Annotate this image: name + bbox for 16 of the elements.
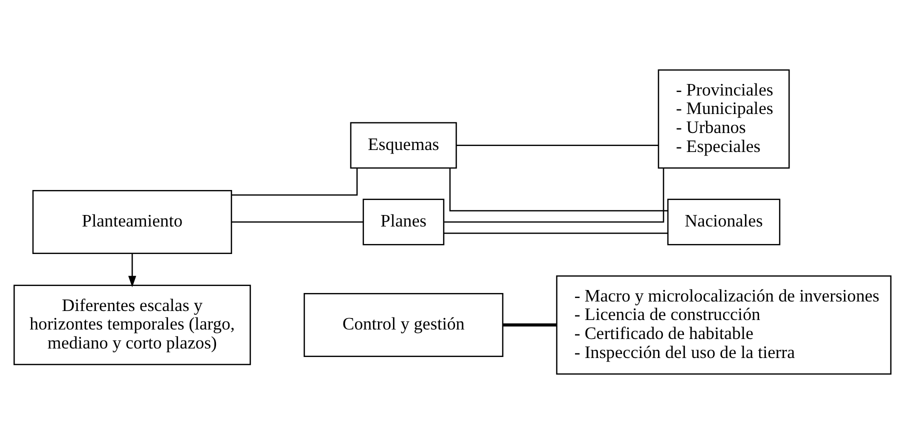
connector <box>232 220 364 222</box>
connector <box>503 322 557 326</box>
node-box: Diferentes escalas y horizontes temporales (largo, mediano y corto plazos) <box>14 284 251 365</box>
node-box: - Macro y microlocalización de inversiones - Licencia de construcción - Certificado de habitable - Inspección del uso de la tierra <box>556 274 892 374</box>
node-box: Esquemas <box>350 122 457 168</box>
arrow <box>128 252 136 287</box>
node-box: Nacionales <box>667 198 780 245</box>
connector <box>444 168 664 222</box>
node-box: Planes <box>362 198 444 245</box>
connector <box>444 232 668 234</box>
connector <box>231 168 358 196</box>
connector <box>449 168 668 211</box>
node-box: Planteamiento <box>32 189 232 254</box>
node-box: - Provinciales - Municipales - Urbanos - Especiales <box>658 68 790 168</box>
connector <box>456 144 658 146</box>
node-box: Control y gestión <box>304 292 504 357</box>
